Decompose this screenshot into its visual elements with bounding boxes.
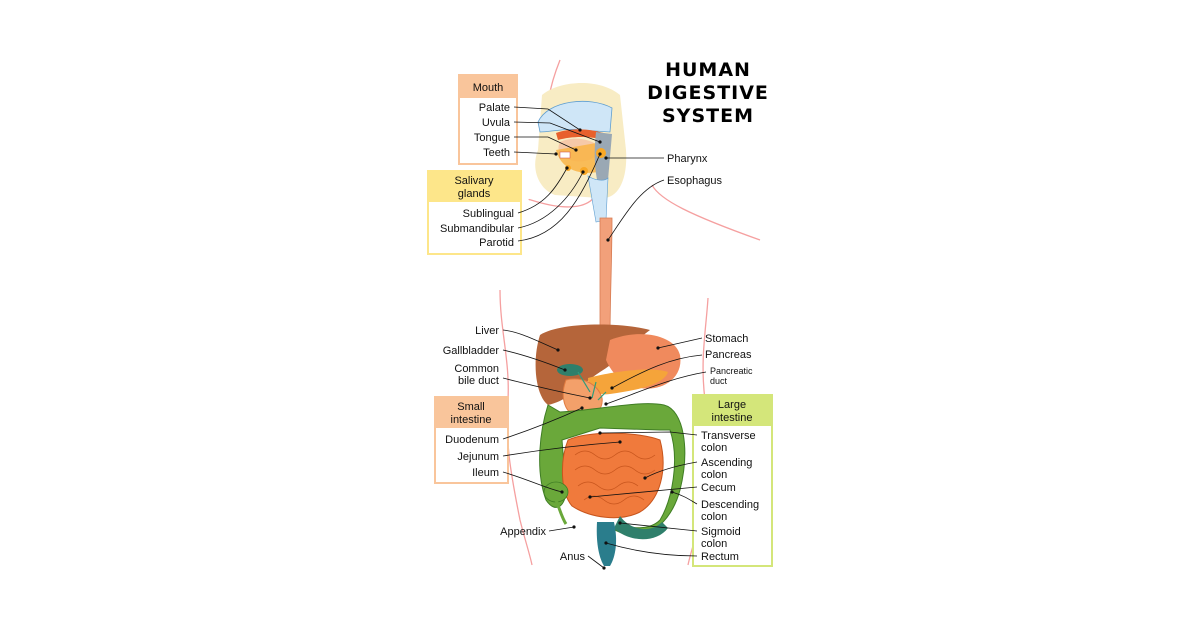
mouth-box-header bbox=[459, 75, 517, 98]
mouth-header: Mouth bbox=[473, 82, 504, 94]
anus-label: Anus bbox=[560, 551, 586, 563]
common-bile-duct-label-1: Common bbox=[454, 363, 499, 375]
pancreas-shape bbox=[588, 369, 668, 395]
palate-label: Palate bbox=[479, 102, 510, 114]
mouth-label-box: Mouth Palate Uvula Tongue Teeth bbox=[458, 74, 518, 165]
large-intestine-header-line-2: intestine bbox=[712, 412, 753, 424]
small-intestine-folds bbox=[574, 450, 656, 505]
pancreas-label: Pancreas bbox=[705, 349, 752, 361]
jejunum-label: Jejunum bbox=[457, 451, 499, 463]
sigmoid-colon-shape bbox=[614, 516, 668, 540]
teeth-label: Teeth bbox=[483, 147, 510, 159]
appendix-shape bbox=[554, 499, 568, 525]
free-labels: Pharynx Esophagus Liver Gallbladder Comm… bbox=[443, 153, 753, 563]
cecum-shape bbox=[543, 481, 569, 503]
pharynx-shape bbox=[594, 132, 612, 184]
uvula-label: Uvula bbox=[482, 117, 511, 129]
esophagus-label: Esophagus bbox=[667, 175, 723, 187]
gallbladder-shape bbox=[557, 364, 583, 376]
head-illustration bbox=[535, 82, 627, 223]
leader-dots bbox=[554, 128, 674, 570]
ascending-colon-label-2: colon bbox=[701, 469, 727, 481]
salivary-header-line-1: Salivary bbox=[454, 175, 494, 187]
appendix-label: Appendix bbox=[500, 526, 546, 538]
parotid-label: Parotid bbox=[479, 237, 514, 249]
tongue-label: Tongue bbox=[474, 132, 510, 144]
ileum-label: Ileum bbox=[472, 467, 499, 479]
title-line-2: DIGESTIVE bbox=[647, 82, 769, 104]
transverse-colon-label-1: Transverse bbox=[701, 430, 756, 442]
gallbladder-label: Gallbladder bbox=[443, 345, 500, 357]
nasal-cavity bbox=[537, 101, 613, 133]
bile-ducts bbox=[577, 371, 607, 401]
liver-label: Liver bbox=[475, 325, 499, 337]
sublingual-label: Sublingual bbox=[463, 208, 514, 220]
stomach-label: Stomach bbox=[705, 333, 748, 345]
small-intestine-header-line-2: intestine bbox=[451, 414, 492, 426]
transverse-colon-label-2: colon bbox=[701, 442, 727, 454]
pancreatic-duct-label-1: Pancreatic bbox=[710, 366, 753, 376]
duodenum-label: Duodenum bbox=[445, 434, 499, 446]
ascending-colon-label-1: Ascending bbox=[701, 457, 752, 469]
sigmoid-colon-label-1: Sigmoid bbox=[701, 526, 741, 538]
salivary-label-box: Salivary glands Sublingual Submandibular… bbox=[427, 170, 522, 255]
pancreatic-duct-label-2: duct bbox=[710, 376, 728, 386]
small-intestine-label-box: Small intestine Duodenum Jejunum Ileum bbox=[434, 396, 509, 484]
large-intestine-box-header bbox=[693, 395, 772, 426]
diagram-title: HUMAN DIGESTIVE SYSTEM bbox=[647, 59, 769, 127]
salivary-header-line-2: glands bbox=[458, 188, 491, 200]
throat-shape bbox=[587, 175, 609, 223]
large-intestine-label-box: Large intestine Transverse colon Ascendi… bbox=[692, 394, 773, 567]
small-intestine-header-line-1: Small bbox=[457, 401, 485, 413]
sigmoid-colon-label-2: colon bbox=[701, 538, 727, 550]
leader-lines bbox=[502, 106, 707, 569]
cecum-label: Cecum bbox=[701, 482, 736, 494]
submandibular-label: Submandibular bbox=[440, 223, 514, 235]
title-line-3: SYSTEM bbox=[662, 105, 754, 127]
title-line-1: HUMAN bbox=[665, 59, 751, 81]
descending-colon-label-1: Descending bbox=[701, 499, 759, 511]
small-intestine-box-header bbox=[435, 397, 508, 428]
rectum-label: Rectum bbox=[701, 551, 739, 563]
descending-colon-label-2: colon bbox=[701, 511, 727, 523]
common-bile-duct-label-2: bile duct bbox=[458, 375, 499, 387]
teeth-shape bbox=[559, 151, 571, 159]
pharynx-label: Pharynx bbox=[667, 153, 708, 165]
salivary-box-header bbox=[428, 171, 521, 202]
large-intestine-header-line-1: Large bbox=[718, 399, 746, 411]
